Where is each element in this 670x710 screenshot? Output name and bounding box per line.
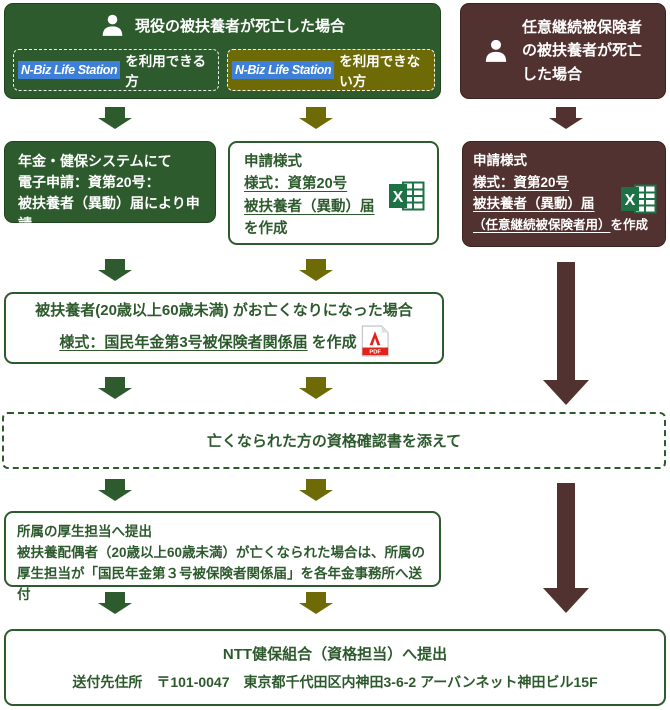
form-link-voluntary-use[interactable]: （任意継続被保険者用） [473,217,611,232]
form-link-shi20[interactable]: 様式：資第20号 [244,176,348,193]
down-arrow-green [98,479,132,501]
down-arrow-olive [299,377,333,399]
form-suffix: を作成 [610,217,649,232]
submit-dept-line3: 厚生担当が「国民年金第３号被保険者関係届」を各年金事務所へ送付 [17,565,422,602]
person-icon [102,14,123,36]
excel-icon[interactable]: X [621,184,657,214]
option-nbiz-unavailable-label: を利用できない方 [339,54,421,89]
submit-dept-line1: 所属の厚生担当へ提出 [17,524,152,539]
nbiz-life-station-link[interactable]: N-Biz Life Station [18,61,121,79]
down-arrow-olive [299,107,333,129]
svg-text:X: X [625,192,636,209]
form-link-shi20[interactable]: 様式：資第20号 [473,174,570,190]
down-arrow-olive [299,259,333,281]
form-suffix: を作成 [244,221,288,238]
header-active-title: 現役の被扶養者が死亡した場合 [134,18,345,35]
option-nbiz-available: N-Biz Life Station を利用できる方 [13,49,219,91]
down-arrow-brown [549,107,583,129]
header-voluntary-title: 任意継続被保険者の被扶養者が死亡した場合 [522,19,643,83]
svg-text:PDF: PDF [369,350,381,356]
submit-union-line1: NTT健保組合（資格担当）へ提出 [222,646,448,663]
down-arrow-green [98,377,132,399]
person-icon [485,39,507,62]
long-down-arrow-brown [543,483,589,613]
option-nbiz-unavailable: N-Biz Life Station を利用できない方 [227,49,435,91]
step-submit-ntt-union: NTT健保組合（資格担当）へ提出 送付先住所 〒101-0047 東京都千代田区… [4,629,666,706]
certificate-text: 亡くなられた方の資格確認書を添えて [206,433,462,450]
submit-union-address: 送付先住所 〒101-0047 東京都千代田区内神田3-6-2 アーバンネット神… [72,674,598,690]
form-link-pension-no3[interactable]: 様式：国民年金第3号被保険者関係届 [59,333,308,351]
header-voluntary-dependent-death: 任意継続被保険者の被扶養者が死亡した場合 [460,3,666,99]
step-national-pension-form: 被扶養者(20歳以上60歳未満) がお亡くなりになった場合 様式：国民年金第3号… [4,292,444,364]
step-submit-welfare-dept: 所属の厚生担当へ提出 被扶養配偶者（20歳以上60歳未満）が亡くなられた場合は、… [4,511,441,602]
submit-dept-line2: 被扶養配偶者（20歳以上60歳未満）が亡くなられた場合は、所属の [17,544,426,560]
header-active-dependent-death: 現役の被扶養者が死亡した場合 N-Biz Life Station を利用できる… [4,3,441,99]
step-application-form: 申請様式 様式：資第20号 被扶養者（異動）届 を作成 X [228,141,439,245]
pension-suffix: を作成 [311,333,357,351]
option-nbiz-available-label: を利用できる方 [125,54,207,89]
long-down-arrow-brown [543,262,589,405]
step-attach-certificate: 亡くなられた方の資格確認書を添えて [2,412,666,469]
down-arrow-green [98,259,132,281]
pdf-icon[interactable]: PDF [361,325,389,357]
form-link-dependent-change[interactable]: 被扶養者（異動）届 [473,196,595,212]
form-link-dependent-change[interactable]: 被扶養者（異動）届 [244,198,375,215]
svg-text:X: X [393,189,404,206]
down-arrow-olive [299,479,333,501]
form-title: 申請様式 [473,153,527,168]
step-electronic-application: 年金・健保システムにて 電子申請：資第20号： 被扶養者（異動）届により申請 [4,141,216,232]
down-arrow-green [98,107,132,129]
form-title: 申請様式 [244,154,302,170]
excel-icon[interactable]: X [389,181,425,211]
nbiz-life-station-link[interactable]: N-Biz Life Station [232,61,335,79]
header-active-title-row: 現役の被扶養者が死亡した場合 [5,4,440,38]
pension-condition: 被扶養者(20歳以上60歳未満) がお亡くなりになった場合 [35,302,413,319]
step-application-form-voluntary: 申請様式 様式：資第20号 被扶養者（異動）届 （任意継続被保険者用）を作成 X [462,141,666,247]
down-arrow-green [98,592,132,614]
down-arrow-olive [299,592,333,614]
